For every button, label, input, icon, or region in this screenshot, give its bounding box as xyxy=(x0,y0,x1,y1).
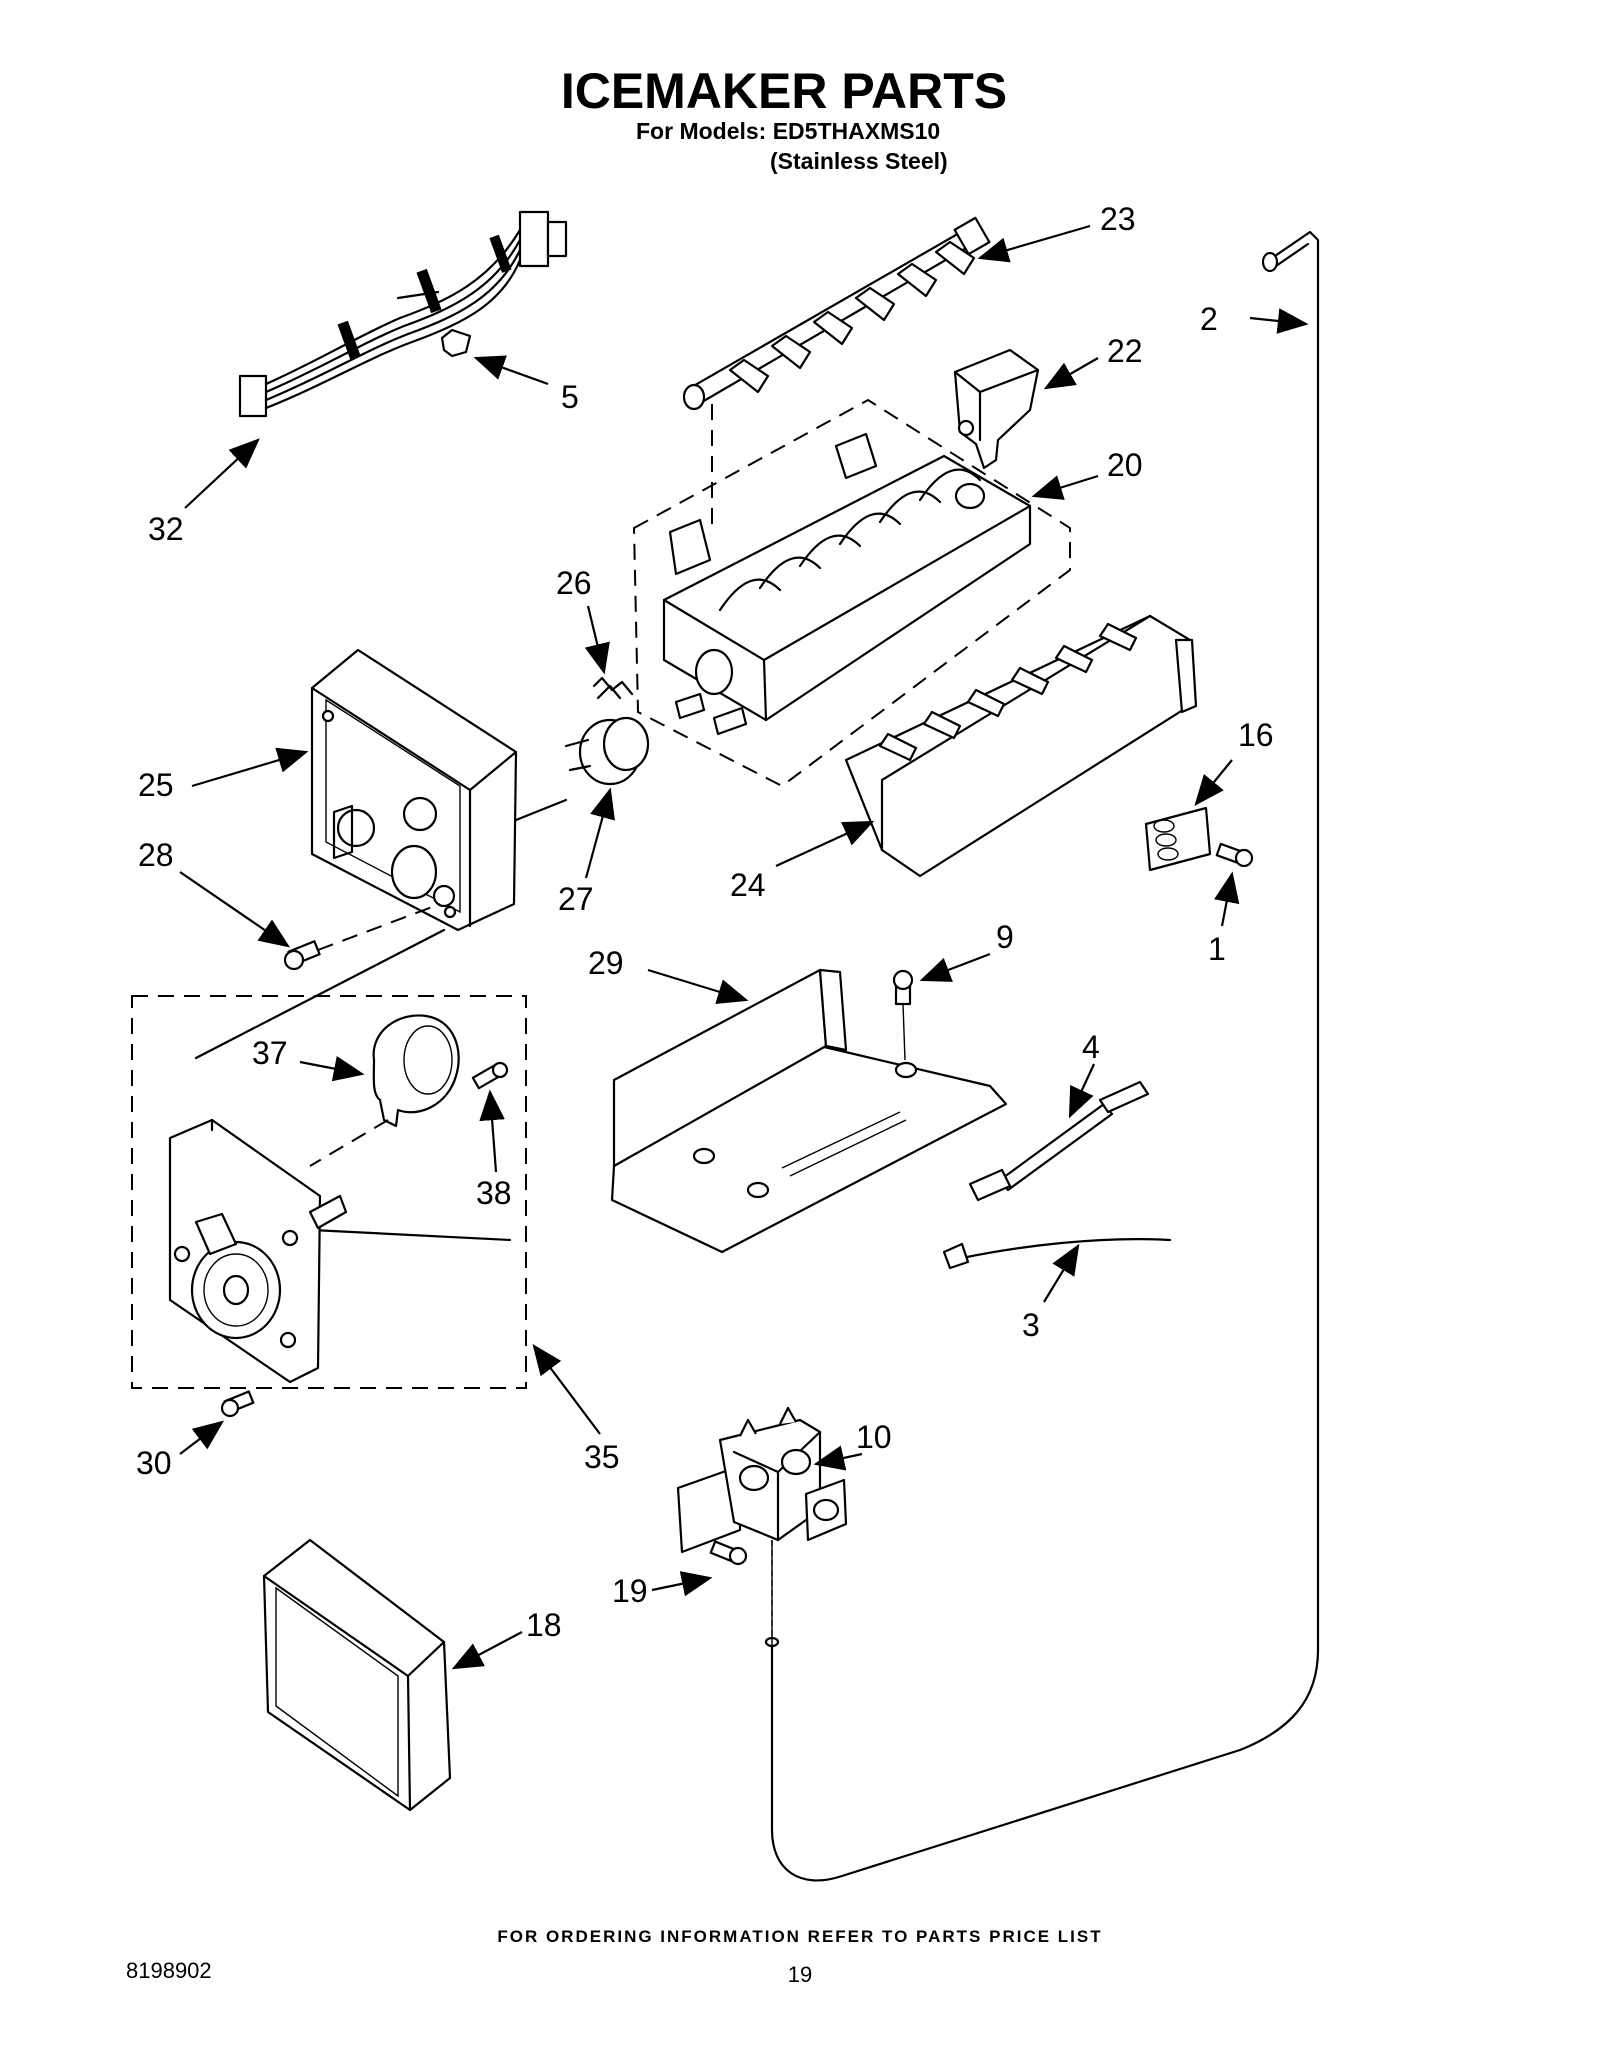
part-screw-9 xyxy=(892,969,914,1006)
part-screw-28 xyxy=(283,940,321,971)
part-fill-tube xyxy=(968,1080,1150,1202)
part-ice-stripper xyxy=(844,614,1198,878)
screw-9-guide xyxy=(902,1003,906,1061)
svg-text:9: 9 xyxy=(996,919,1014,955)
callout-26: 26 xyxy=(556,565,610,675)
svg-text:30: 30 xyxy=(136,1445,172,1481)
motor-mount-dashed xyxy=(309,1119,389,1167)
module-plane-lower xyxy=(310,1228,512,1242)
callout-16: 16 xyxy=(1194,717,1274,806)
mold-outline-dashed xyxy=(632,398,1071,788)
svg-text:10: 10 xyxy=(856,1419,892,1455)
callout-23: 23 xyxy=(977,201,1136,263)
svg-text:22: 22 xyxy=(1107,333,1143,369)
screw-28-path-dashed xyxy=(317,903,441,951)
callout-19: 19 xyxy=(612,1571,713,1609)
svg-text:5: 5 xyxy=(561,379,579,415)
housing-shaft-line xyxy=(514,798,568,822)
svg-text:32: 32 xyxy=(148,511,184,547)
callout-22: 22 xyxy=(1043,333,1143,390)
part-plug xyxy=(564,716,650,786)
ordering-note: FOR ORDERING INFORMATION REFER TO PARTS … xyxy=(497,1927,1102,1946)
svg-text:23: 23 xyxy=(1100,201,1136,237)
svg-text:20: 20 xyxy=(1107,447,1143,483)
variant-line: (Stainless Steel) xyxy=(770,148,948,174)
models-line: For Models: ED5THAXMS10 xyxy=(636,118,940,144)
callout-27: 27 xyxy=(558,787,615,917)
callout-10: 10 xyxy=(813,1419,892,1471)
svg-text:35: 35 xyxy=(584,1439,620,1475)
part-clip xyxy=(592,676,634,700)
doc-number: 8198902 xyxy=(126,1958,212,1983)
callout-20: 20 xyxy=(1031,447,1143,500)
svg-text:4: 4 xyxy=(1082,1029,1100,1065)
svg-text:3: 3 xyxy=(1022,1307,1040,1343)
part-mounting-plate xyxy=(610,968,1008,1254)
part-motor-37 xyxy=(372,1014,460,1128)
callout-32: 32 xyxy=(148,438,260,547)
part-cover xyxy=(262,1538,452,1812)
callout-9: 9 xyxy=(919,919,1014,982)
module-box-dashed xyxy=(131,995,527,1389)
callout-28: 28 xyxy=(138,837,291,948)
module-plane xyxy=(194,928,446,1060)
callout-4: 4 xyxy=(1068,1029,1100,1119)
svg-text:16: 16 xyxy=(1238,717,1274,753)
part-tube xyxy=(942,1238,1172,1270)
callout-3: 3 xyxy=(1022,1243,1080,1343)
part-wire-harness xyxy=(238,210,568,418)
part-screw-30 xyxy=(220,1390,255,1418)
part-water-valve xyxy=(676,1406,848,1646)
part-screw-1 xyxy=(1215,842,1254,868)
svg-text:19: 19 xyxy=(612,1573,648,1609)
part-mold xyxy=(662,432,1032,736)
svg-text:18: 18 xyxy=(526,1607,562,1643)
svg-text:26: 26 xyxy=(556,565,592,601)
callout-2: 2 xyxy=(1200,301,1309,337)
part-screw-19 xyxy=(709,1540,748,1566)
svg-text:38: 38 xyxy=(476,1175,512,1211)
callout-5: 5 xyxy=(473,355,579,415)
callout-35: 35 xyxy=(532,1343,620,1475)
part-housing xyxy=(310,648,518,932)
page-number: 19 xyxy=(788,1962,812,1987)
svg-text:29: 29 xyxy=(588,945,624,981)
part-bracket-16 xyxy=(1144,806,1212,872)
callout-25: 25 xyxy=(138,747,309,803)
svg-text:27: 27 xyxy=(558,881,594,917)
part-bracket xyxy=(953,348,1040,470)
part-ejector xyxy=(682,216,991,411)
part-gear-plate xyxy=(168,1118,348,1384)
svg-text:24: 24 xyxy=(730,867,766,903)
page-title: ICEMAKER PARTS xyxy=(561,63,1007,119)
callout-30: 30 xyxy=(136,1420,225,1481)
callout-24: 24 xyxy=(730,820,875,903)
callout-1: 1 xyxy=(1208,871,1240,967)
callout-37: 37 xyxy=(252,1035,365,1082)
callout-38: 38 xyxy=(476,1089,512,1211)
callout-18: 18 xyxy=(451,1607,562,1670)
svg-text:2: 2 xyxy=(1200,301,1218,337)
svg-text:25: 25 xyxy=(138,767,174,803)
svg-text:1: 1 xyxy=(1208,931,1226,967)
part-screw-38 xyxy=(471,1061,509,1090)
svg-text:37: 37 xyxy=(252,1035,288,1071)
svg-text:28: 28 xyxy=(138,837,174,873)
callout-29: 29 xyxy=(588,945,749,1005)
